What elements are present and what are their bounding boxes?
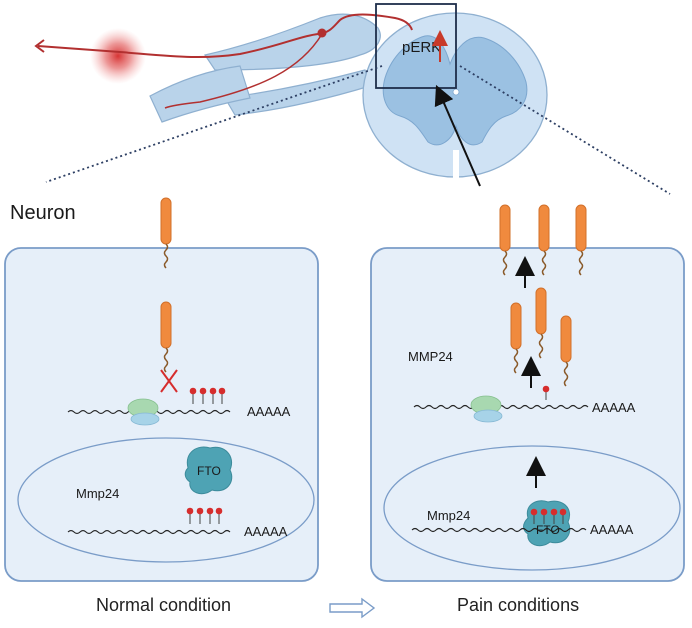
nerve-ending-fork bbox=[34, 39, 45, 53]
spinal-nerve bbox=[149, 65, 251, 123]
pain-nuclear-polya: AAAAA bbox=[590, 522, 634, 537]
dorsal-root-ganglion bbox=[204, 13, 381, 71]
pain-cyto-polya: AAAAA bbox=[592, 400, 636, 415]
pain-fto-label: FTO bbox=[536, 523, 560, 537]
normal-fto-label: FTO bbox=[197, 464, 221, 478]
stimulus-glow bbox=[90, 28, 146, 84]
transition-arrow bbox=[329, 597, 376, 619]
zoom-box bbox=[375, 3, 457, 89]
ventral-nerve-fiber bbox=[164, 33, 323, 109]
normal-nucleus bbox=[17, 437, 315, 563]
zoom-line-right bbox=[459, 65, 671, 195]
pain-ribosome bbox=[470, 395, 503, 423]
translation-blocked-cross bbox=[160, 369, 178, 393]
pain-source-arrow bbox=[434, 84, 481, 187]
pain-cyto-m6a-mark bbox=[542, 385, 550, 400]
drg-cell-body bbox=[317, 28, 327, 38]
normal-cyto-polya: AAAAA bbox=[247, 404, 291, 419]
normal-nuclear-m6a-marks bbox=[186, 507, 223, 524]
spinal-cord-section bbox=[149, 12, 548, 178]
pain-conditions-caption: Pain conditions bbox=[457, 595, 580, 615]
zoom-line-left bbox=[45, 65, 383, 183]
pain-nuclear-mrna bbox=[411, 527, 587, 533]
perk-label: pERK bbox=[402, 39, 441, 56]
pain-gene-label: Mmp24 bbox=[427, 508, 470, 523]
normal-fto-protein bbox=[184, 446, 233, 495]
normal-condition-panel: AAAAA FTO Mmp24 AAAAA bbox=[4, 197, 319, 582]
pain-nuclear-m6a-marks bbox=[530, 508, 567, 524]
normal-nuclear-mrna bbox=[67, 529, 231, 535]
neuron-label: Neuron bbox=[10, 202, 76, 224]
pain-conditions-panel: MMP24 AAAAA Mmp24 FTO AAAAA bbox=[370, 204, 685, 582]
normal-ribosome bbox=[127, 398, 160, 426]
central-canal bbox=[452, 88, 460, 96]
normal-cyto-m6a-marks bbox=[189, 387, 226, 404]
normal-nuclear-polya: AAAAA bbox=[244, 524, 288, 539]
normal-condition-caption: Normal condition bbox=[96, 595, 232, 615]
pain-mmp24-label: MMP24 bbox=[408, 349, 453, 364]
normal-gene-label: Mmp24 bbox=[76, 486, 119, 501]
